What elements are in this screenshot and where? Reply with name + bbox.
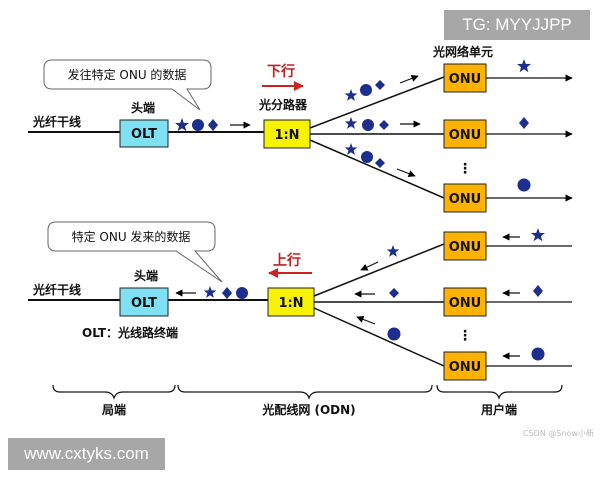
diamond-symbol <box>375 80 385 90</box>
upstream-olt-box <box>119 287 169 317</box>
upstream-branch-fiber <box>313 243 445 297</box>
downstream-feeder-symbols <box>175 118 218 132</box>
upstream-callout-bubble <box>47 221 223 283</box>
downstream-olt-box <box>119 119 169 148</box>
star-symbol <box>531 228 545 242</box>
upstream-branch-arrow <box>360 261 379 271</box>
credit-watermark: CSDN @Snow小新 <box>523 429 594 438</box>
section-label-user-side: 用户端 <box>480 402 517 417</box>
upstream-section: 特定 ONU 发来的数据 上行 光纤干线 头端 OLT OLT：光线路终端 1:… <box>28 221 572 381</box>
diamond-symbol <box>375 158 385 168</box>
upstream-direction-label: 上行 <box>273 252 301 269</box>
downstream-branch-fiber <box>309 139 445 199</box>
section-braces: 局端 光配线网 (ODN) 用户端 <box>52 384 563 417</box>
circle-symbol <box>192 119 204 131</box>
circle-symbol <box>531 347 545 361</box>
circle-symbol <box>517 178 531 192</box>
star-symbol <box>344 89 358 101</box>
downstream-olt-caption: 头端 <box>131 100 155 115</box>
diamond-symbol <box>222 287 232 299</box>
circle-symbol <box>361 151 373 163</box>
downstream-branch-symbols <box>344 80 389 168</box>
star-symbol <box>386 245 400 257</box>
downstream-onu-box <box>443 63 487 93</box>
star-symbol <box>175 118 189 132</box>
downstream-onu-box <box>443 119 487 149</box>
circle-symbol <box>362 119 374 131</box>
watermark-top: TG: MYYJJPP <box>444 10 590 40</box>
star-symbol <box>517 59 531 73</box>
downstream-onu-label: ONU <box>449 72 482 87</box>
downstream-ellipsis: ⋮ <box>458 161 472 177</box>
upstream-branch-symbols <box>386 245 401 341</box>
brace-user-side <box>436 384 563 400</box>
upstream-splitter-box <box>267 287 315 317</box>
downstream-onu-box <box>443 183 487 213</box>
downstream-trunk-label: 光纤干线 <box>32 114 81 129</box>
upstream-branch-arrow <box>356 315 376 325</box>
downstream-onu-caption: 光网络单元 <box>432 44 493 59</box>
upstream-trunk-label: 光纤干线 <box>32 282 81 297</box>
circle-symbol <box>360 84 372 96</box>
diamond-symbol <box>519 117 529 129</box>
upstream-onu-label: ONU <box>449 296 482 311</box>
star-symbol <box>344 117 358 129</box>
diamond-symbol <box>379 120 389 130</box>
downstream-onu-label: ONU <box>449 128 482 143</box>
downstream-section: 发往特定 ONU 的数据 下行 光纤干线 头端 OLT 光分路器 1:N <box>28 44 573 213</box>
upstream-branch-fiber <box>313 307 445 367</box>
upstream-ellipsis: ⋮ <box>458 328 472 344</box>
brace-odn <box>177 384 433 400</box>
downstream-branch-arrow <box>399 74 419 84</box>
downstream-splitter-caption: 光分路器 <box>258 97 308 112</box>
downstream-branch-fiber <box>309 76 445 129</box>
upstream-feeder-symbols <box>203 286 248 299</box>
section-label-odn: 光配线网 (ODN) <box>261 402 355 417</box>
upstream-onu-box <box>443 351 487 381</box>
upstream-splitter-label: 1:N <box>278 296 303 311</box>
downstream-callout-text: 发往特定 ONU 的数据 <box>68 67 187 82</box>
downstream-onu-label: ONU <box>449 192 482 207</box>
upstream-olt-label: OLT <box>131 296 157 311</box>
section-label-central-office: 局端 <box>102 402 126 417</box>
diamond-symbol <box>533 285 543 297</box>
downstream-splitter-label: 1:N <box>274 128 299 143</box>
circle-symbol <box>387 327 401 341</box>
upstream-onu-label: ONU <box>449 240 482 255</box>
downstream-callout-bubble <box>43 59 212 111</box>
star-symbol <box>344 143 358 155</box>
downstream-olt-label: OLT <box>131 127 157 142</box>
brace-central-office <box>52 384 176 400</box>
circle-symbol <box>236 287 248 299</box>
upstream-olt-note: OLT：光线路终端 <box>82 325 178 340</box>
downstream-direction-label: 下行 <box>267 63 295 80</box>
upstream-callout-text: 特定 ONU 发来的数据 <box>72 229 191 244</box>
upstream-onu-box <box>443 287 487 317</box>
upstream-onu-label: ONU <box>449 360 482 375</box>
downstream-branch-arrow <box>396 168 416 178</box>
upstream-olt-caption: 头端 <box>134 268 158 283</box>
star-symbol <box>203 286 217 298</box>
diamond-symbol <box>389 288 399 298</box>
watermark-bottom: www.cxtyks.com <box>8 438 165 470</box>
diamond-symbol <box>208 119 218 131</box>
